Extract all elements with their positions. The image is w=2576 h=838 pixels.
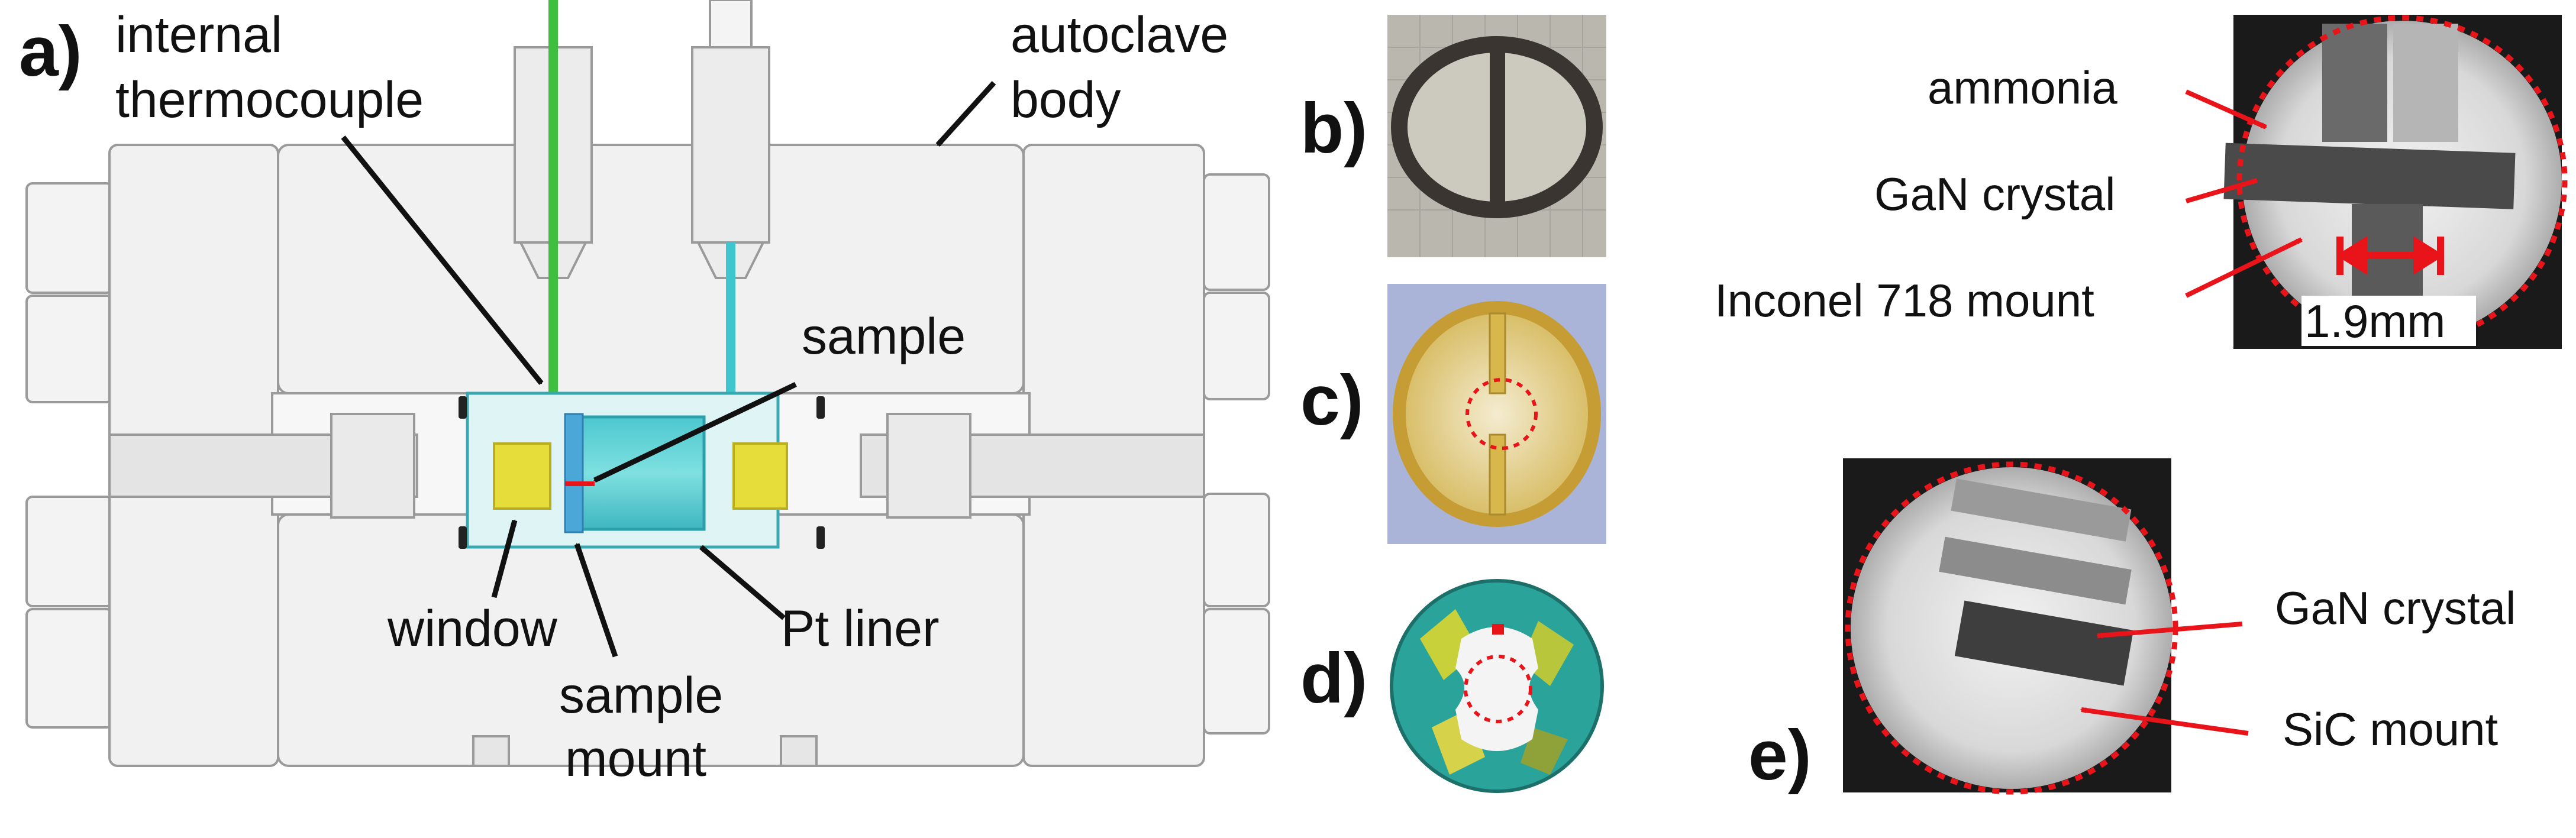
seal-rings — [459, 396, 825, 549]
label-sample-mount-2: mount — [565, 730, 706, 787]
xray-image-top — [2223, 15, 2568, 349]
label-inconel: Inconel 718 mount — [1715, 274, 2094, 326]
right-window — [732, 442, 788, 510]
autoclave-body-arrow — [935, 80, 996, 147]
label-thermocouple: thermocouple — [115, 72, 424, 128]
label-sample: sample — [802, 308, 966, 365]
sic-arrow — [2080, 707, 2249, 736]
label-gan-e: GaN crystal — [2275, 582, 2516, 634]
xray-image-bottom — [1843, 458, 2178, 795]
gan-top-arrow — [2185, 178, 2258, 203]
panel-c-photo — [1387, 284, 1606, 544]
pt-liner-arrow — [699, 545, 786, 620]
panel-b-photo — [1387, 15, 1606, 257]
window-arrow — [491, 519, 518, 598]
thermocouple-arrow — [341, 135, 544, 385]
scale-bar — [2336, 236, 2445, 275]
label-body: body — [1011, 72, 1121, 128]
panel-label-b: b) — [1300, 89, 1367, 168]
panel-label-a: a) — [19, 12, 82, 91]
label-sample-mount-1: sample — [559, 667, 723, 724]
label-ammonia: ammonia — [1928, 62, 2117, 114]
panel-label-e: e) — [1748, 716, 1812, 795]
panel-label-d: d) — [1300, 639, 1367, 718]
label-scale-bar: 1.9mm — [2304, 295, 2445, 347]
label-pt-liner: Pt liner — [781, 600, 940, 657]
label-internal: internal — [115, 7, 282, 63]
label-window: window — [387, 600, 558, 657]
left-nut-stack — [25, 182, 114, 729]
label-sic: SiC mount — [2283, 703, 2498, 755]
label-autoclave: autoclave — [1011, 7, 1228, 63]
label-gan-top: GaN crystal — [1874, 168, 2115, 220]
right-nut-stack — [1203, 173, 1270, 735]
horizontal-bore — [108, 413, 1205, 519]
bottom-pins — [472, 735, 818, 767]
sample-arrow — [593, 381, 797, 483]
sample-mount-arrow — [574, 543, 618, 658]
autoclave-diagram: a) internal thermocouple autoclave body … — [19, 0, 1270, 787]
left-window — [493, 442, 551, 510]
inconel-arrow — [2185, 237, 2303, 298]
ammonia-arrow — [2185, 89, 2267, 130]
panel-d-photo — [1390, 579, 1604, 793]
gan-e-arrow — [2096, 622, 2243, 639]
panel-label-c: c) — [1300, 361, 1364, 440]
